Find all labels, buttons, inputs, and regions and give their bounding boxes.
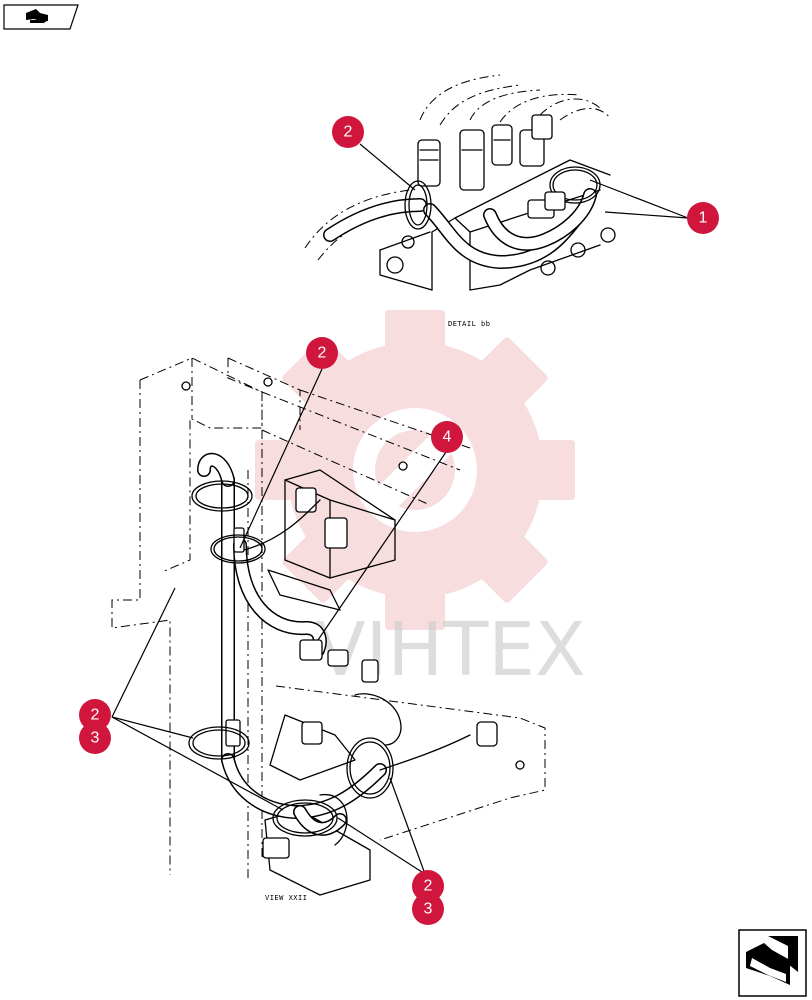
callout-mid-2[interactable]: 2	[306, 337, 338, 369]
callout-number: 3	[91, 730, 100, 747]
callout-bottom-2[interactable]: 2	[412, 870, 444, 902]
callout-number: 3	[424, 901, 433, 918]
detail-bb-label: DETAIL bb	[448, 320, 490, 328]
callout-top-1[interactable]: 1	[687, 202, 719, 234]
detail-bb-drawing	[304, 74, 616, 291]
leader-lines	[111, 143, 689, 875]
book-arrow-icon[interactable]	[3, 4, 79, 30]
watermark-text: VIHTEX	[315, 607, 586, 693]
callout-top-2[interactable]: 2	[332, 116, 364, 148]
callout-number: 2	[344, 124, 353, 141]
callout-bottom-3[interactable]: 3	[412, 893, 444, 925]
callout-number: 2	[424, 878, 433, 895]
callout-number: 4	[443, 429, 452, 446]
callout-number: 2	[91, 707, 100, 724]
watermark-gear-icon	[255, 310, 575, 630]
callout-number: 2	[318, 345, 327, 362]
next-page-arrow-icon[interactable]	[738, 929, 807, 997]
view-xxii-label: VIEW XXII	[265, 894, 307, 902]
callout-left-2[interactable]: 2	[79, 699, 111, 731]
callout-mid-4[interactable]: 4	[431, 421, 463, 453]
callout-number: 1	[699, 210, 708, 227]
callout-left-3[interactable]: 3	[79, 722, 111, 754]
